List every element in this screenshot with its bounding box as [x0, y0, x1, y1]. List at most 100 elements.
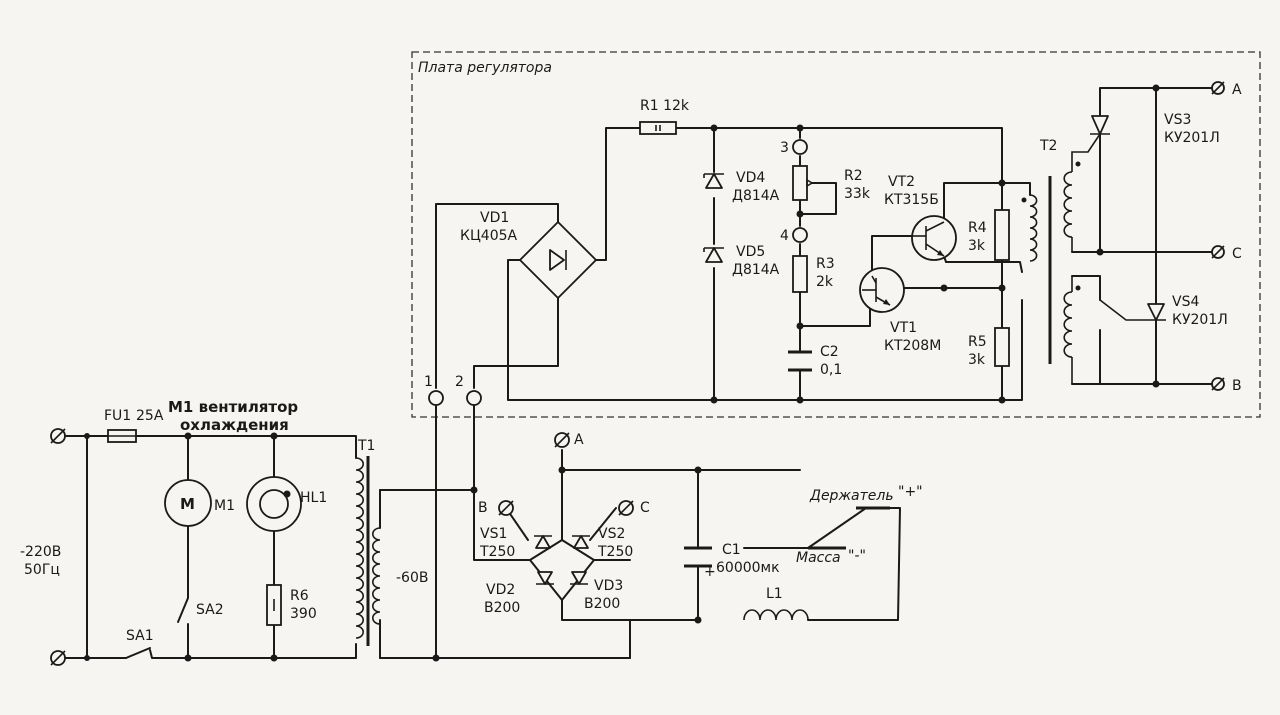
zener-vd5	[703, 247, 724, 263]
vs1-type: Т250	[479, 544, 515, 560]
thyristor-vs3	[1090, 115, 1110, 135]
diode-vd3	[570, 571, 588, 585]
vd3-ref: VD3	[594, 578, 623, 594]
vt2-type: КТ315Б	[884, 192, 939, 208]
capacitor-c2	[788, 350, 812, 372]
vd4-type: Д814А	[732, 188, 780, 204]
c1-value: 60000мк	[716, 560, 780, 576]
vt1-ref: VT1	[890, 320, 917, 336]
r2-ref: R2	[844, 168, 863, 184]
pin-4-label: 4	[780, 228, 789, 244]
power-terminal-c-label: С	[640, 500, 650, 516]
lamp-ref: HL1	[300, 490, 327, 506]
pin-4	[792, 227, 808, 243]
r3-ref: R3	[816, 256, 835, 272]
regulator-board-title: Плата регулятора	[418, 60, 552, 76]
switch-sa1	[125, 647, 151, 659]
r4-value: 3k	[968, 238, 986, 254]
board-terminal-2	[466, 390, 482, 406]
t1-ref: T1	[357, 438, 375, 454]
vs4-ref: VS4	[1172, 294, 1199, 310]
vs3-ref: VS3	[1164, 112, 1191, 128]
capacitor-c1	[684, 546, 712, 568]
diode-vd2	[536, 571, 554, 585]
potentiometer-r2	[792, 165, 808, 201]
fuse-rating: 25А	[136, 408, 164, 424]
thyristor-vs1	[534, 535, 552, 549]
pin-3	[792, 139, 808, 155]
t1-secondary-label: -60В	[396, 570, 428, 586]
resistor-r5	[994, 327, 1010, 367]
mass-label: Масса	[796, 550, 841, 566]
vd1-type: КЦ405А	[460, 228, 518, 244]
r1-label: R1 12k	[640, 98, 690, 114]
fan-ref: М1	[214, 498, 235, 514]
output-c-label: С	[1232, 246, 1242, 262]
output-b-label: В	[1232, 378, 1242, 394]
transistor-vt1	[859, 267, 905, 313]
vt1-type: КТ208М	[884, 338, 941, 354]
fan-title: М1 вентилятор	[168, 398, 298, 416]
junction-dots	[84, 84, 1160, 662]
vd2-ref: VD2	[486, 582, 515, 598]
c1-ref: C1	[722, 542, 741, 558]
resistor-r3	[792, 255, 808, 293]
vd2-type: В200	[484, 600, 520, 616]
r3-value: 2k	[816, 274, 834, 290]
lamp-hl1	[246, 476, 302, 532]
c2-value: 0,1	[820, 362, 842, 378]
resistor-r1	[639, 121, 677, 135]
thyristor-vs4	[1099, 299, 1166, 321]
r5-ref: R5	[968, 334, 987, 350]
r6-ref: R6	[290, 588, 309, 604]
fuse-ref: FU1	[104, 408, 131, 424]
mains-frequency-label: 50Гц	[24, 562, 60, 578]
vd5-ref: VD5	[736, 244, 765, 260]
output-a-label: А	[1232, 82, 1242, 98]
r2-value: 33k	[844, 186, 871, 202]
wiring	[65, 87, 1213, 659]
mains-voltage-label: -220В	[20, 544, 61, 560]
holder-label: Держатель	[809, 488, 894, 504]
pin-3-label: 3	[780, 140, 789, 156]
power-terminal-a-label: А	[574, 432, 584, 448]
vd3-type: В200	[584, 596, 620, 612]
transistor-vt2	[911, 215, 957, 261]
vs3-type: КУ201Л	[1164, 130, 1220, 146]
welding-output	[808, 506, 890, 550]
zener-vd4	[703, 173, 724, 189]
fan-title-line2: охлаждения	[180, 416, 289, 434]
holder-polarity: "+"	[898, 484, 923, 500]
r4-ref: R4	[968, 220, 987, 236]
resistor-r4	[994, 209, 1010, 261]
vd1-ref: VD1	[480, 210, 509, 226]
thyristor-vs2	[572, 535, 590, 549]
t2-ref: T2	[1039, 138, 1057, 154]
inductor-l1	[743, 609, 809, 621]
l1-ref: L1	[766, 586, 783, 602]
r5-value: 3k	[968, 352, 986, 368]
fan-motor-m1	[164, 479, 212, 527]
board-terminal-2-label: 2	[455, 374, 464, 390]
mains-terminals	[50, 428, 66, 666]
c1-plus: +	[704, 564, 716, 580]
c2-ref: C2	[820, 344, 839, 360]
board-terminal-1	[428, 390, 444, 406]
board-terminal-1-label: 1	[424, 374, 433, 390]
vd5-type: Д814А	[732, 262, 780, 278]
mass-polarity: "-"	[848, 548, 866, 564]
bridge-vd1	[518, 220, 598, 300]
board-output-terminals	[1211, 81, 1225, 391]
vs4-type: КУ201Л	[1172, 312, 1228, 328]
transformer-t1	[355, 456, 381, 646]
switch-sa2	[177, 597, 189, 623]
power-terminal-b-label: В	[478, 500, 488, 516]
r6-value: 390	[290, 606, 317, 622]
switch-sa2-label: SA2	[196, 602, 224, 618]
regulator-board-outline	[411, 51, 1261, 418]
switch-sa1-label: SA1	[126, 628, 154, 644]
vt2-ref: VT2	[888, 174, 915, 190]
vs2-type: Т250	[597, 544, 633, 560]
fan-motor-symbol: М	[180, 495, 195, 513]
